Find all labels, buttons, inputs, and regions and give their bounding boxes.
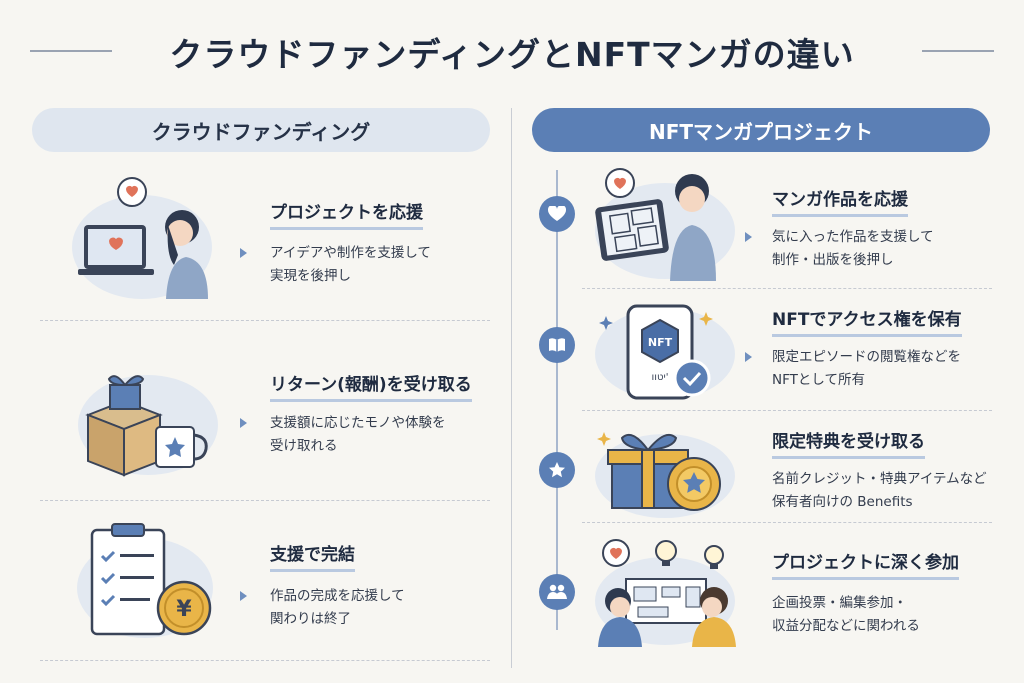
laptop-heart-illustration (72, 177, 212, 299)
right-item-1-bullet (745, 232, 752, 242)
timeline-node-3 (539, 452, 575, 488)
tablet-manga-illustration (595, 168, 735, 281)
phone-screen-text: יטוו' (652, 372, 669, 383)
heart-icon (548, 206, 566, 221)
right-column-header: NFTマンガプロジェクト (532, 108, 990, 152)
nft-badge-text: NFT (648, 336, 673, 349)
title-bar: クラウドファンディングとNFTマンガの違い (0, 24, 1024, 76)
right-item-4-desc: 企画投票・編集参加・ 収益分配などに関われる (772, 592, 920, 638)
phone-nft-illustration: NFT יטוו' (595, 304, 735, 400)
left-separator-1 (40, 320, 490, 321)
right-item-2-heading: NFTでアクセス権を保有 (772, 305, 962, 337)
left-item-2-desc: 支援額に応じたモノや体験を 受け取れる (270, 412, 446, 458)
right-item-3-heading: 限定特典を受け取る (772, 427, 925, 459)
right-item-4-desc-line2: 収益分配などに関われる (772, 618, 920, 634)
gift-box-mug-illustration (78, 375, 218, 477)
left-item-2-desc-line1: 支援額に応じたモノや体験を (270, 415, 446, 431)
right-item-2-desc-line2: NFTとして所有 (772, 372, 865, 388)
left-column-header: クラウドファンディング (32, 108, 490, 152)
people-icon (547, 584, 567, 599)
left-item-1-heading: プロジェクトを応援 (270, 198, 423, 230)
book-icon (549, 338, 565, 352)
left-separator-2 (40, 500, 490, 501)
right-item-3-desc-line1: 名前クレジット・特典アイテムなど (772, 471, 987, 487)
timeline-node-2 (539, 327, 575, 363)
left-item-3-bullet (240, 591, 247, 601)
left-item-3-heading: 支援で完結 (270, 540, 355, 572)
right-item-3-desc: 名前クレジット・特典アイテムなど 保有者向けの Benefits (772, 468, 987, 514)
right-item-1-desc-line2: 制作・出版を後押し (772, 252, 894, 268)
left-item-3-desc: 作品の完成を応援して 関わりは終了 (270, 585, 405, 631)
right-item-1-desc-line1: 気に入った作品を支援して (772, 229, 934, 245)
left-item-2-desc-line2: 受け取れる (270, 438, 338, 454)
left-item-1-desc: アイデアや制作を支援して 実現を後押し (270, 242, 431, 288)
left-separator-3 (40, 660, 490, 661)
left-item-2-heading: リターン(報酬)を受け取る (270, 370, 472, 402)
left-item-1-desc-line2: 実現を後押し (270, 268, 351, 284)
right-item-1-desc: 気に入った作品を支援して 制作・出版を後押し (772, 226, 934, 272)
right-item-1-heading: マンガ作品を応援 (772, 185, 908, 217)
left-item-1-desc-line1: アイデアや制作を支援して (270, 245, 431, 261)
svg-text:¥: ¥ (176, 597, 192, 622)
column-divider (511, 108, 512, 668)
title-rule-left (30, 50, 112, 52)
timeline-line (556, 170, 558, 630)
right-item-4-desc-line1: 企画投票・編集参加・ (772, 595, 907, 611)
right-item-3-desc-line2: 保有者向けの Benefits (772, 494, 913, 510)
right-item-4-heading: プロジェクトに深く参加 (772, 548, 959, 580)
checklist-yen-coin-illustration: ¥ (77, 523, 213, 638)
timeline-node-1 (539, 196, 575, 232)
right-separator-1 (582, 288, 992, 289)
gift-medal-illustration (595, 432, 735, 518)
right-separator-2 (582, 410, 992, 411)
left-item-2-bullet (240, 418, 247, 428)
right-item-2-desc-line1: 限定エピソードの閲覧権などを (772, 349, 961, 365)
title-rule-right (922, 50, 994, 52)
left-item-3-desc-line1: 作品の完成を応援して (270, 588, 405, 604)
star-icon (549, 462, 565, 478)
right-separator-3 (582, 522, 992, 523)
right-item-2-bullet (745, 352, 752, 362)
left-item-1-bullet (240, 248, 247, 258)
right-item-2-desc: 限定エピソードの閲覧権などを NFTとして所有 (772, 346, 961, 392)
timeline-node-4 (539, 574, 575, 610)
people-board-illustration (595, 539, 736, 647)
left-item-3-desc-line2: 関わりは終了 (270, 611, 351, 627)
page-title: クラウドファンディングとNFTマンガの違い (169, 35, 855, 74)
